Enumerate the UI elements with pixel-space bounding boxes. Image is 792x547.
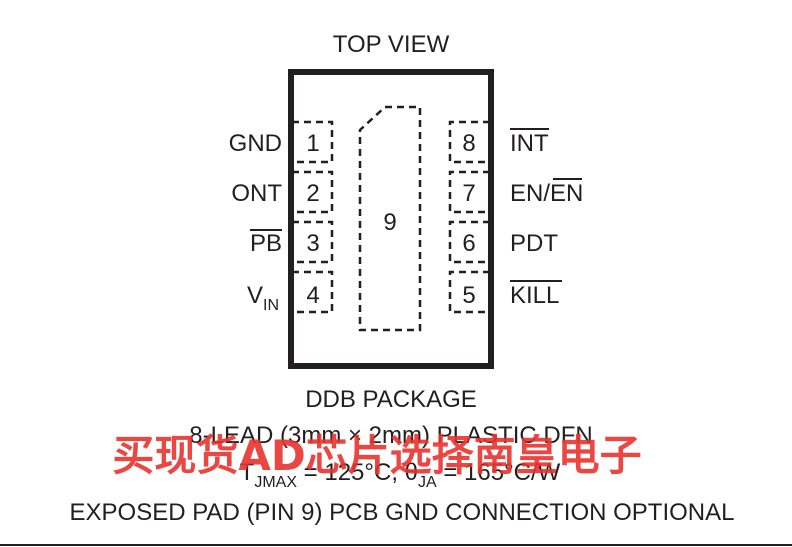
exposed-pad-note: EXPOSED PAD (PIN 9) PCB GND CONNECTION O… xyxy=(70,499,735,526)
theta-subscript: JA xyxy=(418,474,437,491)
pin-4-label: V xyxy=(247,282,263,309)
pin-5-number: 5 xyxy=(462,282,475,309)
thermal-spec: TJMAX = 125°C, θJA = 165°C/W xyxy=(240,459,561,491)
pin-6-number: 6 xyxy=(462,230,475,257)
pin-1-label: GND xyxy=(229,130,282,157)
tj-value: = 125°C, θ xyxy=(297,459,418,486)
pin-1-number: 1 xyxy=(306,130,319,157)
package-name: DDB PACKAGE xyxy=(305,386,477,413)
pin-8-label: INT xyxy=(510,130,549,157)
package-outline xyxy=(288,69,494,369)
theta-value: = 165°C/W xyxy=(437,459,561,486)
pad-4 xyxy=(292,270,334,314)
pin-7-label-en: EN/ xyxy=(510,180,550,207)
pin-2-number: 2 xyxy=(306,180,319,207)
tj-subscript: JMAX xyxy=(254,474,297,491)
pin-3-number: 3 xyxy=(306,230,319,257)
watermark: 买现货AD芯片选择南皇电子 xyxy=(112,431,641,480)
pin-6-label: PDT xyxy=(510,230,558,257)
pin-7-label-en-bar: EN xyxy=(550,180,583,207)
pin-3-label: PB xyxy=(250,230,282,257)
pad-3 xyxy=(292,220,334,264)
pad-5 xyxy=(448,270,490,314)
left-pads xyxy=(292,120,334,314)
pin-2-label: ONT xyxy=(231,180,282,207)
tj-symbol: T xyxy=(240,459,255,486)
pin-9-number: 9 xyxy=(383,209,396,236)
pin-8-number: 8 xyxy=(462,130,475,157)
pin-5-label: KILL xyxy=(510,282,559,309)
pin-7-number: 7 xyxy=(462,180,475,207)
pad-8 xyxy=(448,120,490,164)
pin-7-label: EN/EN xyxy=(510,180,583,207)
pin-4-subscript: IN xyxy=(263,297,279,314)
pad-2 xyxy=(292,170,334,214)
package-description: 8-LEAD (3mm × 2mm) PLASTIC DFN xyxy=(189,422,592,449)
pin-4-number: 4 xyxy=(306,282,319,309)
exposed-pad xyxy=(358,105,422,332)
pad-7 xyxy=(448,170,490,214)
pad-1 xyxy=(292,120,334,164)
diagram-title: TOP VIEW xyxy=(333,31,450,58)
pad-6 xyxy=(448,220,490,264)
right-pads xyxy=(448,120,490,314)
